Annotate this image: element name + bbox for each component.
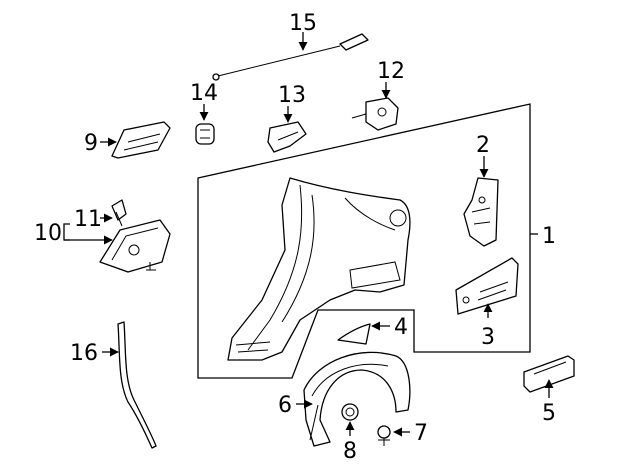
housing-part-10: [99, 219, 171, 273]
bracket-part-13: [267, 121, 307, 153]
callout-2: 2: [476, 133, 490, 158]
callout-7: 7: [414, 421, 428, 446]
callout-13: 13: [278, 83, 306, 108]
actuator-part-12: [351, 97, 399, 131]
bulb-part-11: [111, 199, 127, 227]
callout-9: 9: [84, 131, 98, 156]
plug-part-8: [341, 403, 359, 421]
wedge-part-4: [337, 323, 371, 345]
callout-6: 6: [278, 393, 292, 418]
callout-15: 15: [289, 11, 317, 36]
callout-11: 11: [74, 207, 102, 232]
clip-part-7: [377, 425, 391, 446]
housing-part-14: [195, 123, 215, 145]
assembly-outline: [197, 103, 531, 379]
cable-part-15: [212, 33, 369, 81]
callout-3: 3: [481, 325, 495, 350]
callout-1: 1: [542, 224, 556, 249]
callout-4: 4: [394, 315, 408, 340]
pad-part-5: [523, 355, 575, 393]
leader-lines: [63, 32, 554, 437]
fuel-door-part-9: [111, 121, 171, 159]
wheel-liner-part-6: [303, 351, 411, 447]
callout-16: 16: [70, 341, 98, 366]
hose-part-16: [117, 321, 157, 449]
quarter-panel-part: [227, 177, 411, 361]
callout-14: 14: [190, 81, 218, 106]
callout-10: 10: [34, 221, 62, 246]
callout-12: 12: [377, 59, 405, 84]
callout-5: 5: [542, 401, 556, 426]
bracket-part-2: [463, 177, 499, 247]
panel-part-3: [455, 257, 519, 315]
callout-8: 8: [343, 439, 357, 464]
